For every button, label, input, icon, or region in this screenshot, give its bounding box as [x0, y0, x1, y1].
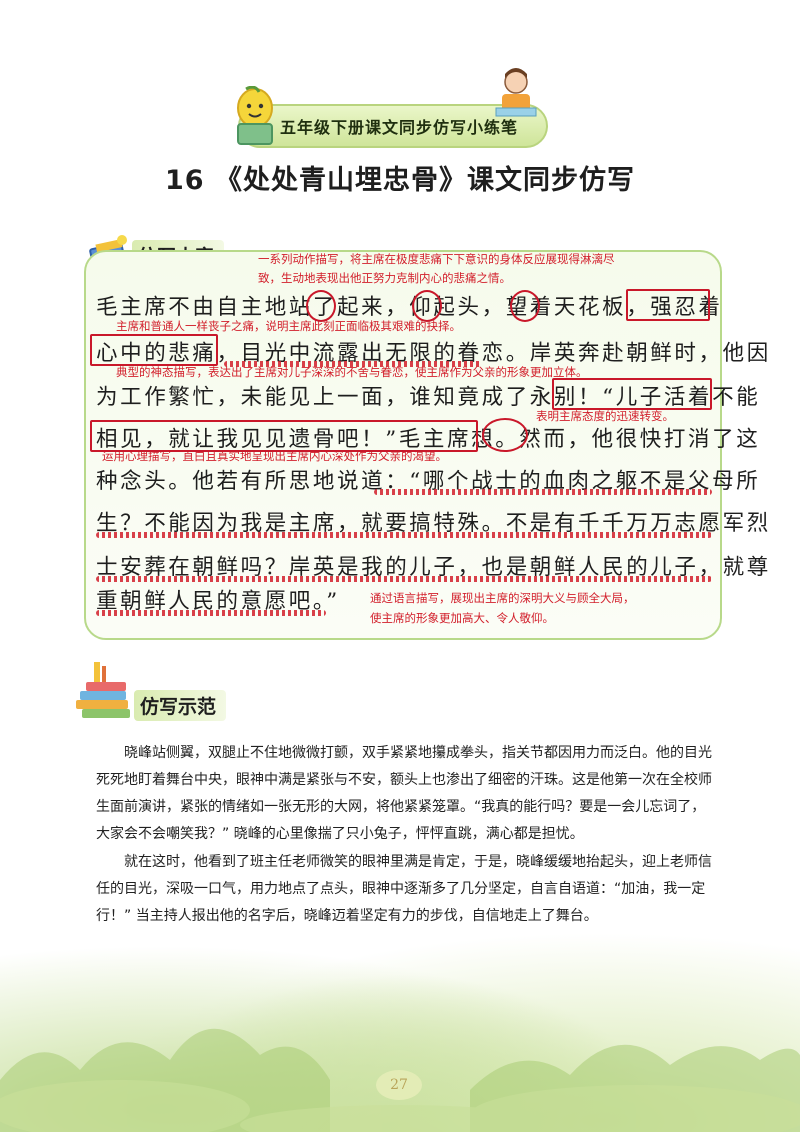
circle-mark-gaze: [510, 290, 540, 322]
annotation-note: 典型的神态描写，表达出了主席对儿子深深的不舍与眷恋，使主席作为父亲的形象更加立体…: [116, 365, 588, 379]
example-paragraph-1: 晓峰站侧翼，双腿止不住地微微打颤，双手紧紧地攥成拳头，指关节都因用力而泛白。他的…: [96, 745, 712, 842]
box-mark-remains: [90, 420, 478, 452]
text-line-3: 为工作繁忙，未能见上一面，谁知竟成了永别！“儿子活着不能: [96, 385, 761, 410]
book-stack-icon: [76, 662, 130, 718]
banner-text: 五年级下册课文同步仿写小练笔: [280, 118, 519, 137]
wavy-underline: [96, 610, 326, 616]
wavy-underline: [96, 532, 712, 538]
wavy-underline: [224, 361, 482, 367]
content-panel: [84, 250, 722, 640]
annotation-note: 使主席的形象更加高大、令人敬仰。: [370, 611, 554, 625]
annotation-note: 通过语言描写，展现出主席的深明大义与顾全大局，: [370, 591, 635, 605]
box-mark-hold-back: [626, 289, 710, 321]
text-line-8: 重朝鲜人民的意愿吧。”: [96, 589, 340, 614]
student-reading-icon: [495, 68, 537, 117]
text-line-6: 生？不能因为我是主席，就要搞特殊。不是有千千万万志愿军烈: [96, 511, 771, 536]
annotation-note: 主席和普通人一样丧子之痛，说明主席此刻正面临极其艰难的抉择。: [116, 319, 461, 333]
circle-mark-look-up: [412, 290, 442, 322]
circle-mark-stand: [306, 290, 336, 322]
section-heading-example: 仿写示范: [134, 690, 227, 721]
grass-scenery-icon: [0, 1028, 800, 1132]
wavy-underline: [96, 576, 712, 582]
text-line-1: 毛主席不由自主地站了起来，仰起头，望着天花板，强忍着: [96, 295, 723, 320]
text-line-7: 士安葬在朝鲜吗？岸英是我的儿子，也是朝鲜人民的儿子，就尊: [96, 555, 771, 580]
annotation-note: 运用心理描写，直白且真实地呈现出主席内心深处作为父亲的渴望。: [102, 449, 447, 463]
page-title: 16 《处处青山埋忠骨》课文同步仿写: [165, 165, 635, 196]
lemon-mascot-icon: [237, 86, 273, 145]
wavy-underline: [374, 489, 712, 495]
box-mark-grief: [90, 334, 218, 366]
annotation-note: 致，生动地表现出他正努力克制内心的悲痛之情。: [258, 271, 511, 285]
text-line-4: 相见，就让我见见遗骨吧！”毛主席想。然而，他很快打消了这: [96, 427, 761, 452]
page-number: 27: [376, 1070, 422, 1100]
circle-mark-however: [482, 418, 528, 452]
annotation-note: 表明主席态度的迅速转变。: [536, 409, 674, 423]
box-mark-son-alive: [552, 378, 712, 410]
annotation-note: 一系列动作描写，将主席在极度悲痛下下意识的身体反应展现得淋漓尽: [258, 252, 615, 266]
